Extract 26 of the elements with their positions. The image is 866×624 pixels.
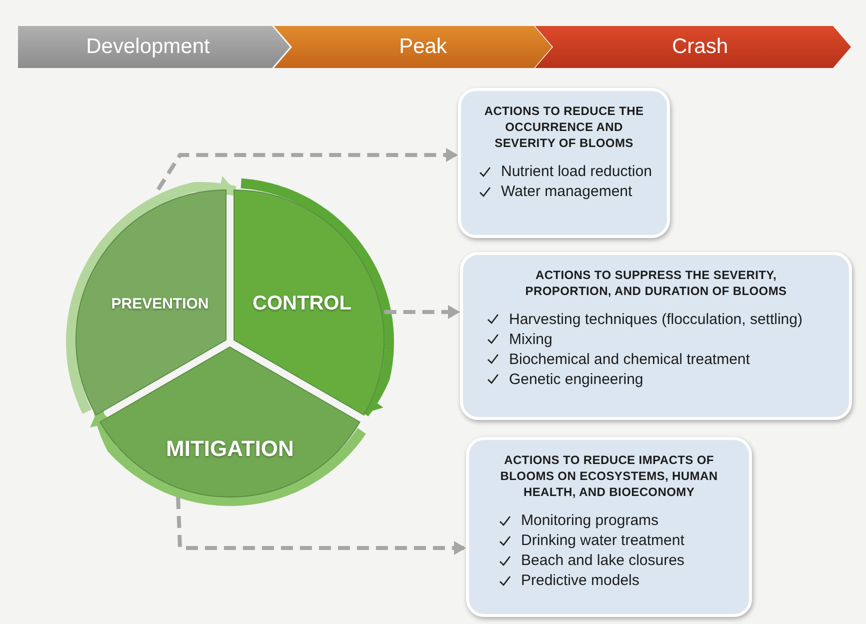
list-item: Beach and lake closures	[521, 552, 684, 570]
action-box	[458, 88, 670, 238]
list-item: Mixing	[509, 330, 552, 348]
cycle-arrow	[66, 176, 238, 414]
connector-arrow	[156, 148, 458, 191]
sector-label: CONTROL	[252, 292, 352, 316]
list-item: Predictive models	[521, 572, 640, 590]
action-box	[466, 437, 752, 617]
list-item: Drinking water treatment	[521, 532, 684, 550]
stage-label: Peak	[399, 35, 447, 59]
stage-label: Crash	[672, 35, 728, 59]
box-heading: ACTIONS TO REDUCE THE OCCURRENCE AND SEVERITY OF BLOOMS	[483, 103, 645, 152]
stage-label: Development	[86, 35, 210, 59]
box-heading: ACTIONS TO SUPPRESS THE SEVERITY, PROPORTION, AND DURATION OF BLOOMS	[524, 267, 788, 300]
list-item: Genetic engineering	[509, 370, 644, 388]
list-item: Water management	[501, 183, 632, 200]
sector-label: MITIGATION	[166, 436, 294, 462]
list-item: Harvesting techniques (flocculation, settling)	[509, 310, 802, 328]
box-heading: ACTIONS TO REDUCE IMPACTS OF BLOOMS ON ECOSYSTEMS, HUMAN HEALTH, AND BIOECONOMY	[499, 452, 719, 501]
list-item: Nutrient load reduction	[501, 163, 652, 180]
connector-arrow	[176, 496, 466, 555]
action-box	[460, 252, 852, 420]
connector-arrow	[384, 305, 460, 319]
sector-label: PREVENTION	[111, 296, 209, 312]
list-item: Biochemical and chemical treatment	[509, 350, 750, 368]
list-item: Monitoring programs	[521, 512, 659, 530]
